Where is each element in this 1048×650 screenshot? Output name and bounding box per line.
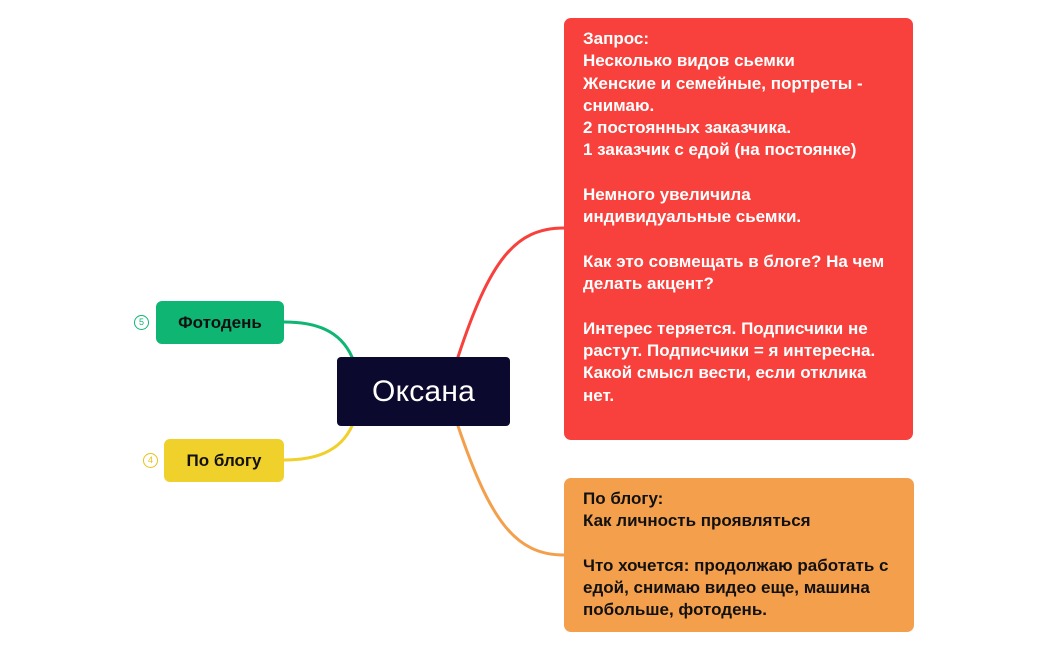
topic-count-badge-poblogu[interactable]: 4 (143, 453, 158, 468)
connector-central-to-poblogu (282, 424, 354, 462)
central-topic-label: Оксана (372, 374, 475, 408)
topic-label-fotoden: Фотодень (178, 312, 262, 332)
note-node-request[interactable]: Запрос: Несколько видов сьемки Женские и… (564, 18, 913, 440)
topic-count-badge-fotoden[interactable]: 5 (134, 315, 149, 330)
note-node-blog[interactable]: По блогу: Как личность проявляться Что х… (564, 478, 914, 632)
topic-node-poblogu[interactable]: По блогу (164, 439, 284, 482)
topic-label-poblogu: По блогу (186, 450, 262, 470)
connector-central-to-red-note (456, 226, 566, 359)
central-topic-node[interactable]: Оксана (337, 357, 510, 426)
topic-node-fotoden[interactable]: Фотодень (156, 301, 284, 344)
connector-central-to-orange-note (456, 424, 566, 557)
connector-central-to-fotoden (282, 320, 354, 359)
